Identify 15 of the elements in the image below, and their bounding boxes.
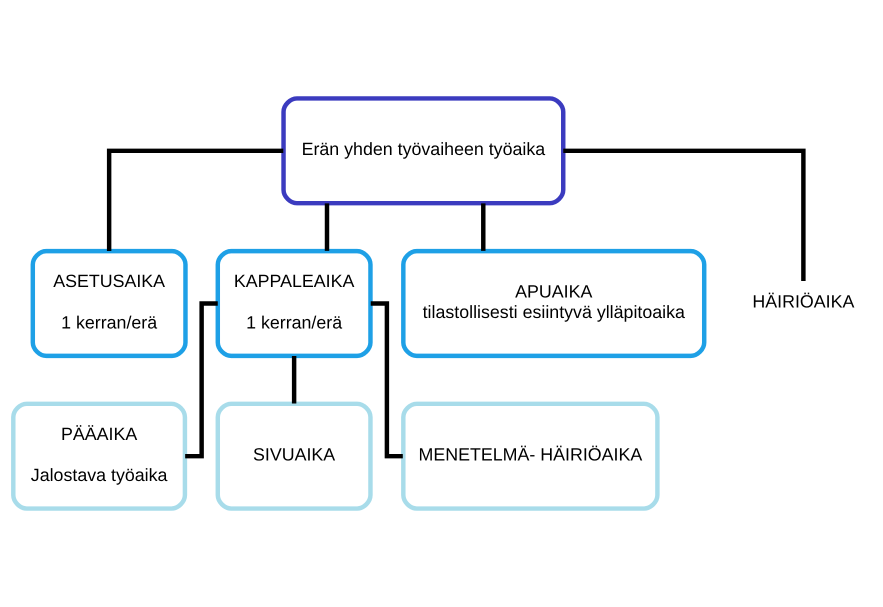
connector <box>106 148 284 251</box>
node-box: KAPPALEAIKA 1 kerran/erä <box>216 248 373 358</box>
connector <box>292 356 296 404</box>
node-text: HÄIRIÖAIKA <box>752 292 854 312</box>
connector <box>324 203 330 251</box>
node-box: PÄÄAIKA Jalostava työaika <box>11 402 188 511</box>
node-box: Erän yhden työvaiheen työaika <box>281 96 566 206</box>
node-box: SIVUAIKA <box>216 402 373 511</box>
connector <box>185 301 218 458</box>
connector <box>370 301 403 458</box>
node-box: ASETUSAIKA 1 kerran/erä <box>30 248 188 358</box>
node-box: MENETELMÄ- HÄIRIÖAIKA <box>401 402 660 511</box>
connector <box>563 148 806 281</box>
connector <box>481 203 486 251</box>
node-box: APUAIKA tilastollisesti esiintyvä ylläpitoaika <box>401 248 706 358</box>
